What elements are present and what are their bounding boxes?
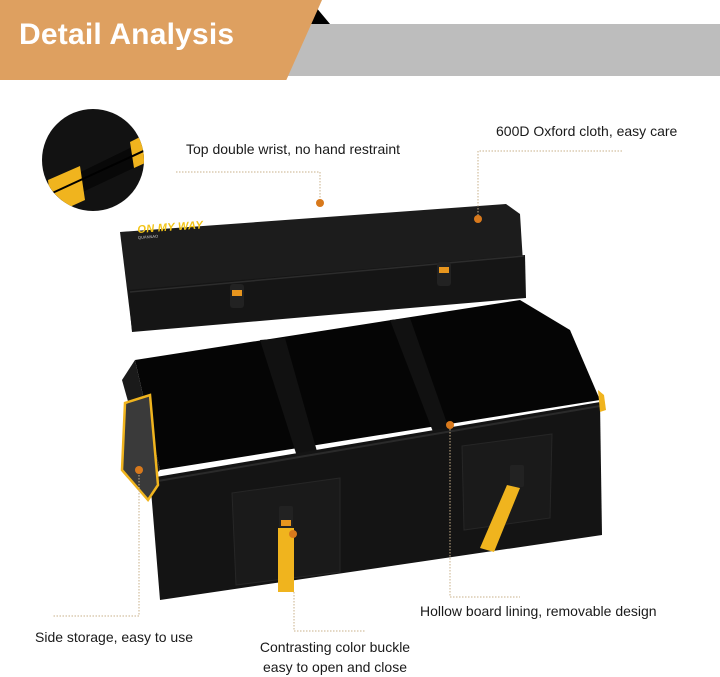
banner-stripe <box>282 24 720 76</box>
callout-hollow-board: Hollow board lining, removable design <box>420 603 657 619</box>
callout-side-storage: Side storage, easy to use <box>35 629 193 645</box>
page-title: Detail Analysis <box>19 18 235 51</box>
banner-graphic <box>0 0 720 83</box>
divider-1 <box>260 338 320 466</box>
strap-left <box>278 528 294 592</box>
callout-top-wrist: Top double wrist, no hand restraint <box>186 141 401 157</box>
organizer-interior <box>135 300 600 470</box>
callout-buckle-line-2: easy to open and close <box>263 659 407 675</box>
callout-buckle-line-1: Contrasting color buckle <box>259 639 411 655</box>
callout-oxford-cloth: 600D Oxford cloth, easy care <box>496 123 678 139</box>
divider-2 <box>390 318 455 450</box>
handle-detail-inset <box>42 109 144 211</box>
side-storage-pocket <box>120 393 160 503</box>
callout-buckle: Contrasting color buckle easy to open an… <box>250 637 420 677</box>
header-banner: Detail Analysis <box>0 0 720 83</box>
banner-title-block <box>0 0 322 83</box>
